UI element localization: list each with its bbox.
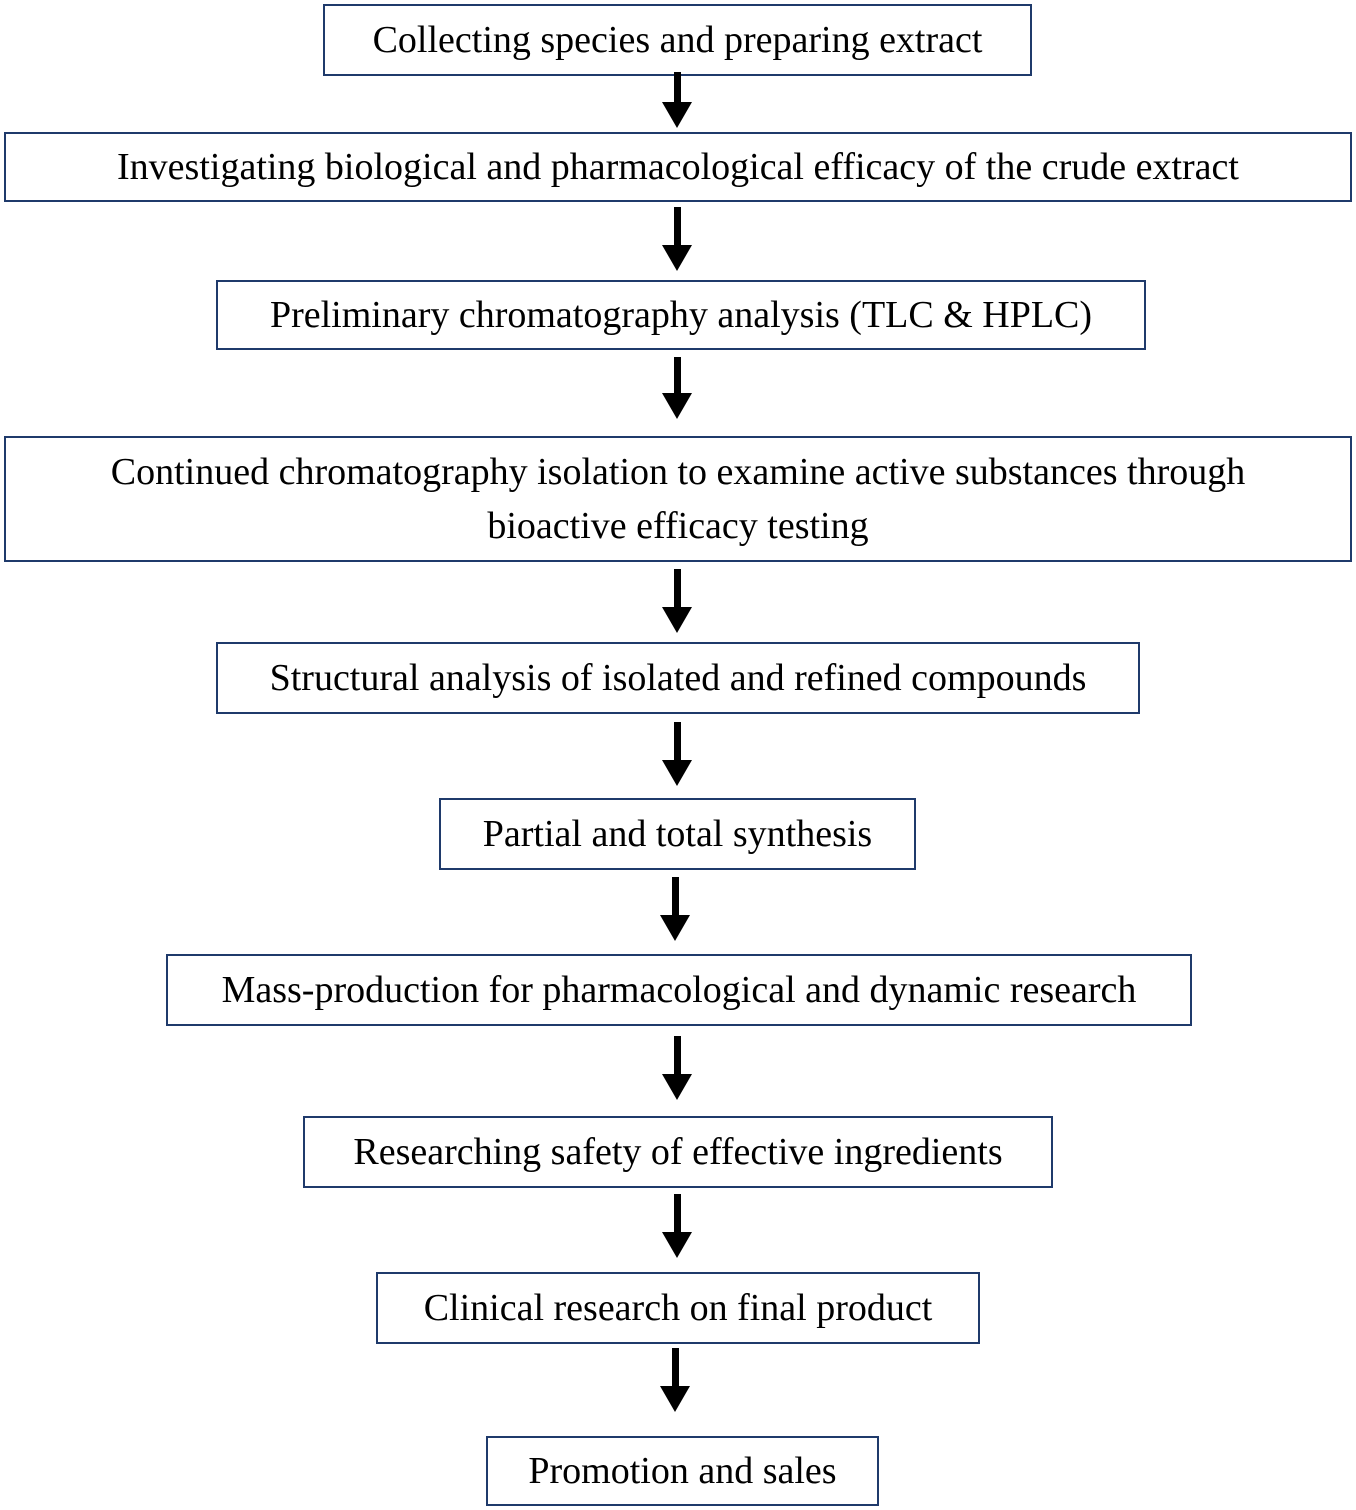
step-label: Researching safety of effective ingredie… (353, 1131, 1003, 1173)
step-label: Clinical research on final product (423, 1287, 933, 1329)
arrow-down-7 (662, 1036, 692, 1100)
arrow-down-3 (662, 357, 692, 419)
step-label: Investigating biological and pharmacolog… (117, 146, 1239, 188)
step-researching-safety: Researching safety of effective ingredie… (303, 1116, 1053, 1188)
arrow-down-6 (660, 877, 690, 941)
step-promotion-sales: Promotion and sales (486, 1436, 879, 1506)
step-mass-production: Mass-production for pharmacological and … (166, 954, 1192, 1026)
step-label: Structural analysis of isolated and refi… (269, 657, 1087, 699)
step-continued-isolation: Continued chromatography isolation to ex… (4, 436, 1352, 562)
step-investigating-efficacy: Investigating biological and pharmacolog… (4, 132, 1352, 202)
step-partial-total-synthesis: Partial and total synthesis (439, 798, 916, 870)
step-label-line-1: Continued chromatography isolation to ex… (110, 451, 1246, 493)
arrow-down-8 (662, 1194, 692, 1258)
arrow-down-1 (662, 72, 692, 128)
arrow-down-2 (662, 207, 692, 271)
step-label: Collecting species and preparing extract (372, 19, 983, 61)
step-clinical-research: Clinical research on final product (376, 1272, 980, 1344)
step-collecting-species: Collecting species and preparing extract (323, 4, 1032, 76)
arrow-down-4 (662, 569, 692, 633)
arrow-down-9 (660, 1348, 690, 1412)
step-label-line-2: bioactive efficacy testing (487, 505, 869, 547)
step-structural-analysis: Structural analysis of isolated and refi… (216, 642, 1140, 714)
arrow-down-5 (662, 722, 692, 786)
step-label: Partial and total synthesis (482, 813, 873, 855)
step-label: Mass-production for pharmacological and … (221, 969, 1137, 1011)
step-label: Promotion and sales (528, 1450, 837, 1492)
step-preliminary-chromatography: Preliminary chromatography analysis (TLC… (216, 280, 1146, 350)
step-label: Preliminary chromatography analysis (TLC… (269, 294, 1093, 336)
